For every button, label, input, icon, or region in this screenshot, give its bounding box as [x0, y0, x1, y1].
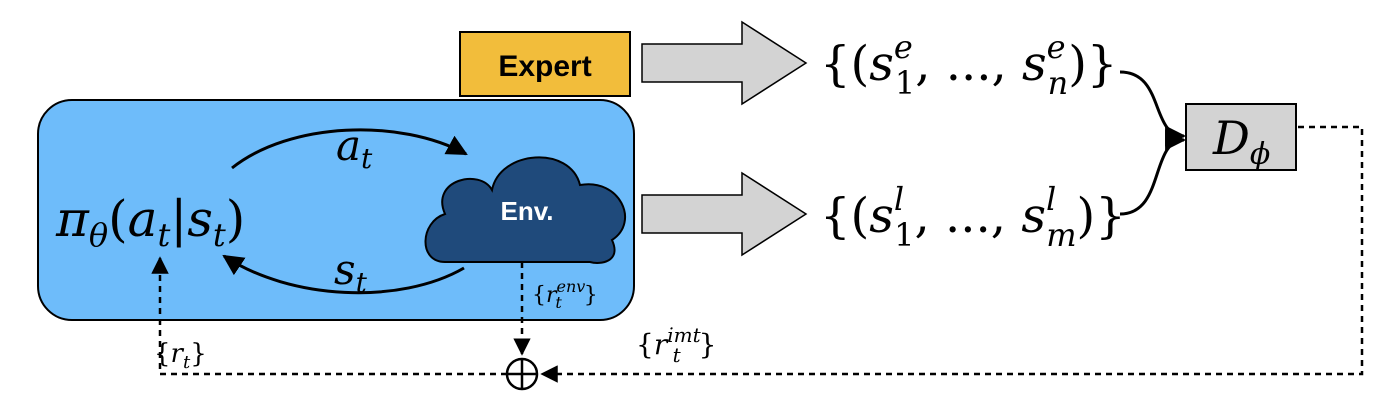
action-label: at	[336, 121, 373, 175]
environment-cloud	[424, 156, 627, 264]
sum-node-icon	[505, 357, 539, 391]
state-arrow	[222, 254, 465, 295]
expert-to-discriminator-arrow	[1119, 70, 1187, 147]
expert-box	[459, 31, 631, 97]
expert-data-arrow	[641, 20, 808, 106]
environment-label: Env.	[501, 196, 554, 226]
learner-data-arrow	[641, 171, 808, 257]
state-label: st	[334, 245, 368, 299]
learner-to-discriminator-arrow	[1119, 129, 1187, 216]
total-reward-label: {rt}	[154, 339, 207, 373]
agent-box	[37, 99, 635, 321]
imitation-reward-arrow	[540, 125, 1364, 383]
discriminator-box	[1185, 103, 1297, 171]
total-reward-arrow	[151, 256, 507, 376]
expert-label: Expert	[498, 50, 591, 83]
policy-expression: πθ(at|st)	[55, 190, 245, 254]
discriminator-label: Dϕ	[1212, 111, 1270, 172]
action-arrow	[231, 128, 468, 170]
